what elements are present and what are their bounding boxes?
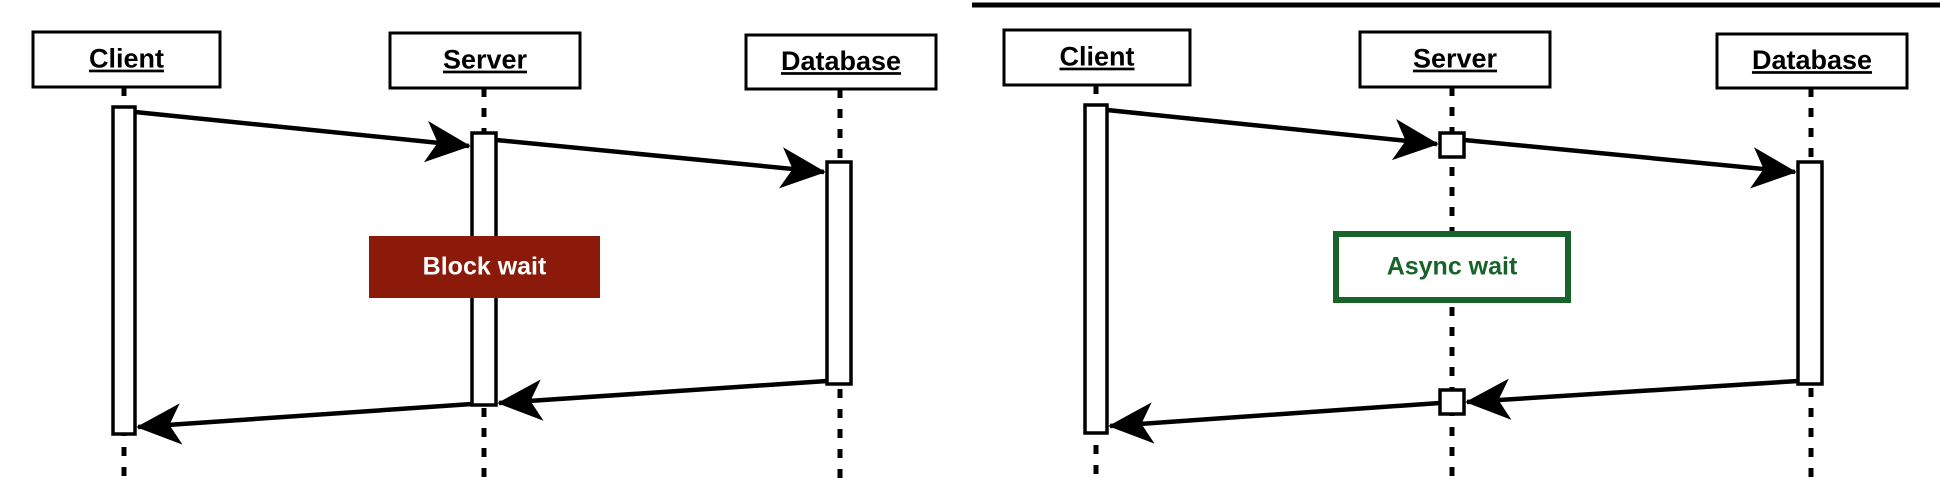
participant-label-server: Server bbox=[443, 45, 528, 75]
message-database-to-server-reply[interactable] bbox=[497, 378, 828, 421]
participant-label-client: Client bbox=[1059, 42, 1134, 72]
participant-label-server: Server bbox=[1413, 44, 1498, 74]
message-database-to-server-reply[interactable] bbox=[1465, 378, 1799, 420]
activation-database-activation bbox=[825, 160, 853, 386]
message-server-to-database-request[interactable] bbox=[495, 137, 826, 189]
activation-database-activation bbox=[1796, 160, 1824, 386]
participant-label-database: Database bbox=[1752, 45, 1872, 75]
note-label-block-wait-note: Block wait bbox=[423, 253, 547, 281]
note-box-async-wait-note[interactable] bbox=[1333, 231, 1571, 303]
message-server-to-client-reply[interactable] bbox=[136, 401, 473, 445]
activation-server-activation-top bbox=[1438, 131, 1466, 159]
participant-label-database: Database bbox=[781, 46, 901, 76]
message-client-to-server-request[interactable] bbox=[1106, 107, 1439, 161]
participant-box-database[interactable] bbox=[1715, 32, 1909, 90]
participant-box-database[interactable] bbox=[744, 33, 938, 91]
participant-box-client[interactable] bbox=[31, 30, 222, 89]
note-box-block-wait-note[interactable] bbox=[369, 236, 600, 298]
participant-label-client: Client bbox=[89, 44, 164, 74]
activation-server-activation-bottom bbox=[1438, 388, 1466, 416]
activation-client-activation bbox=[111, 105, 137, 436]
note-label-async-wait-note: Async wait bbox=[1387, 253, 1518, 281]
message-server-to-client-reply[interactable] bbox=[1108, 400, 1441, 444]
message-server-to-database-request[interactable] bbox=[1463, 137, 1797, 189]
participant-box-client[interactable] bbox=[1002, 28, 1192, 87]
activation-client-activation bbox=[1083, 103, 1109, 435]
participant-box-server[interactable] bbox=[1358, 30, 1552, 89]
participant-box-server[interactable] bbox=[388, 31, 582, 90]
message-client-to-server-request[interactable] bbox=[134, 109, 471, 163]
